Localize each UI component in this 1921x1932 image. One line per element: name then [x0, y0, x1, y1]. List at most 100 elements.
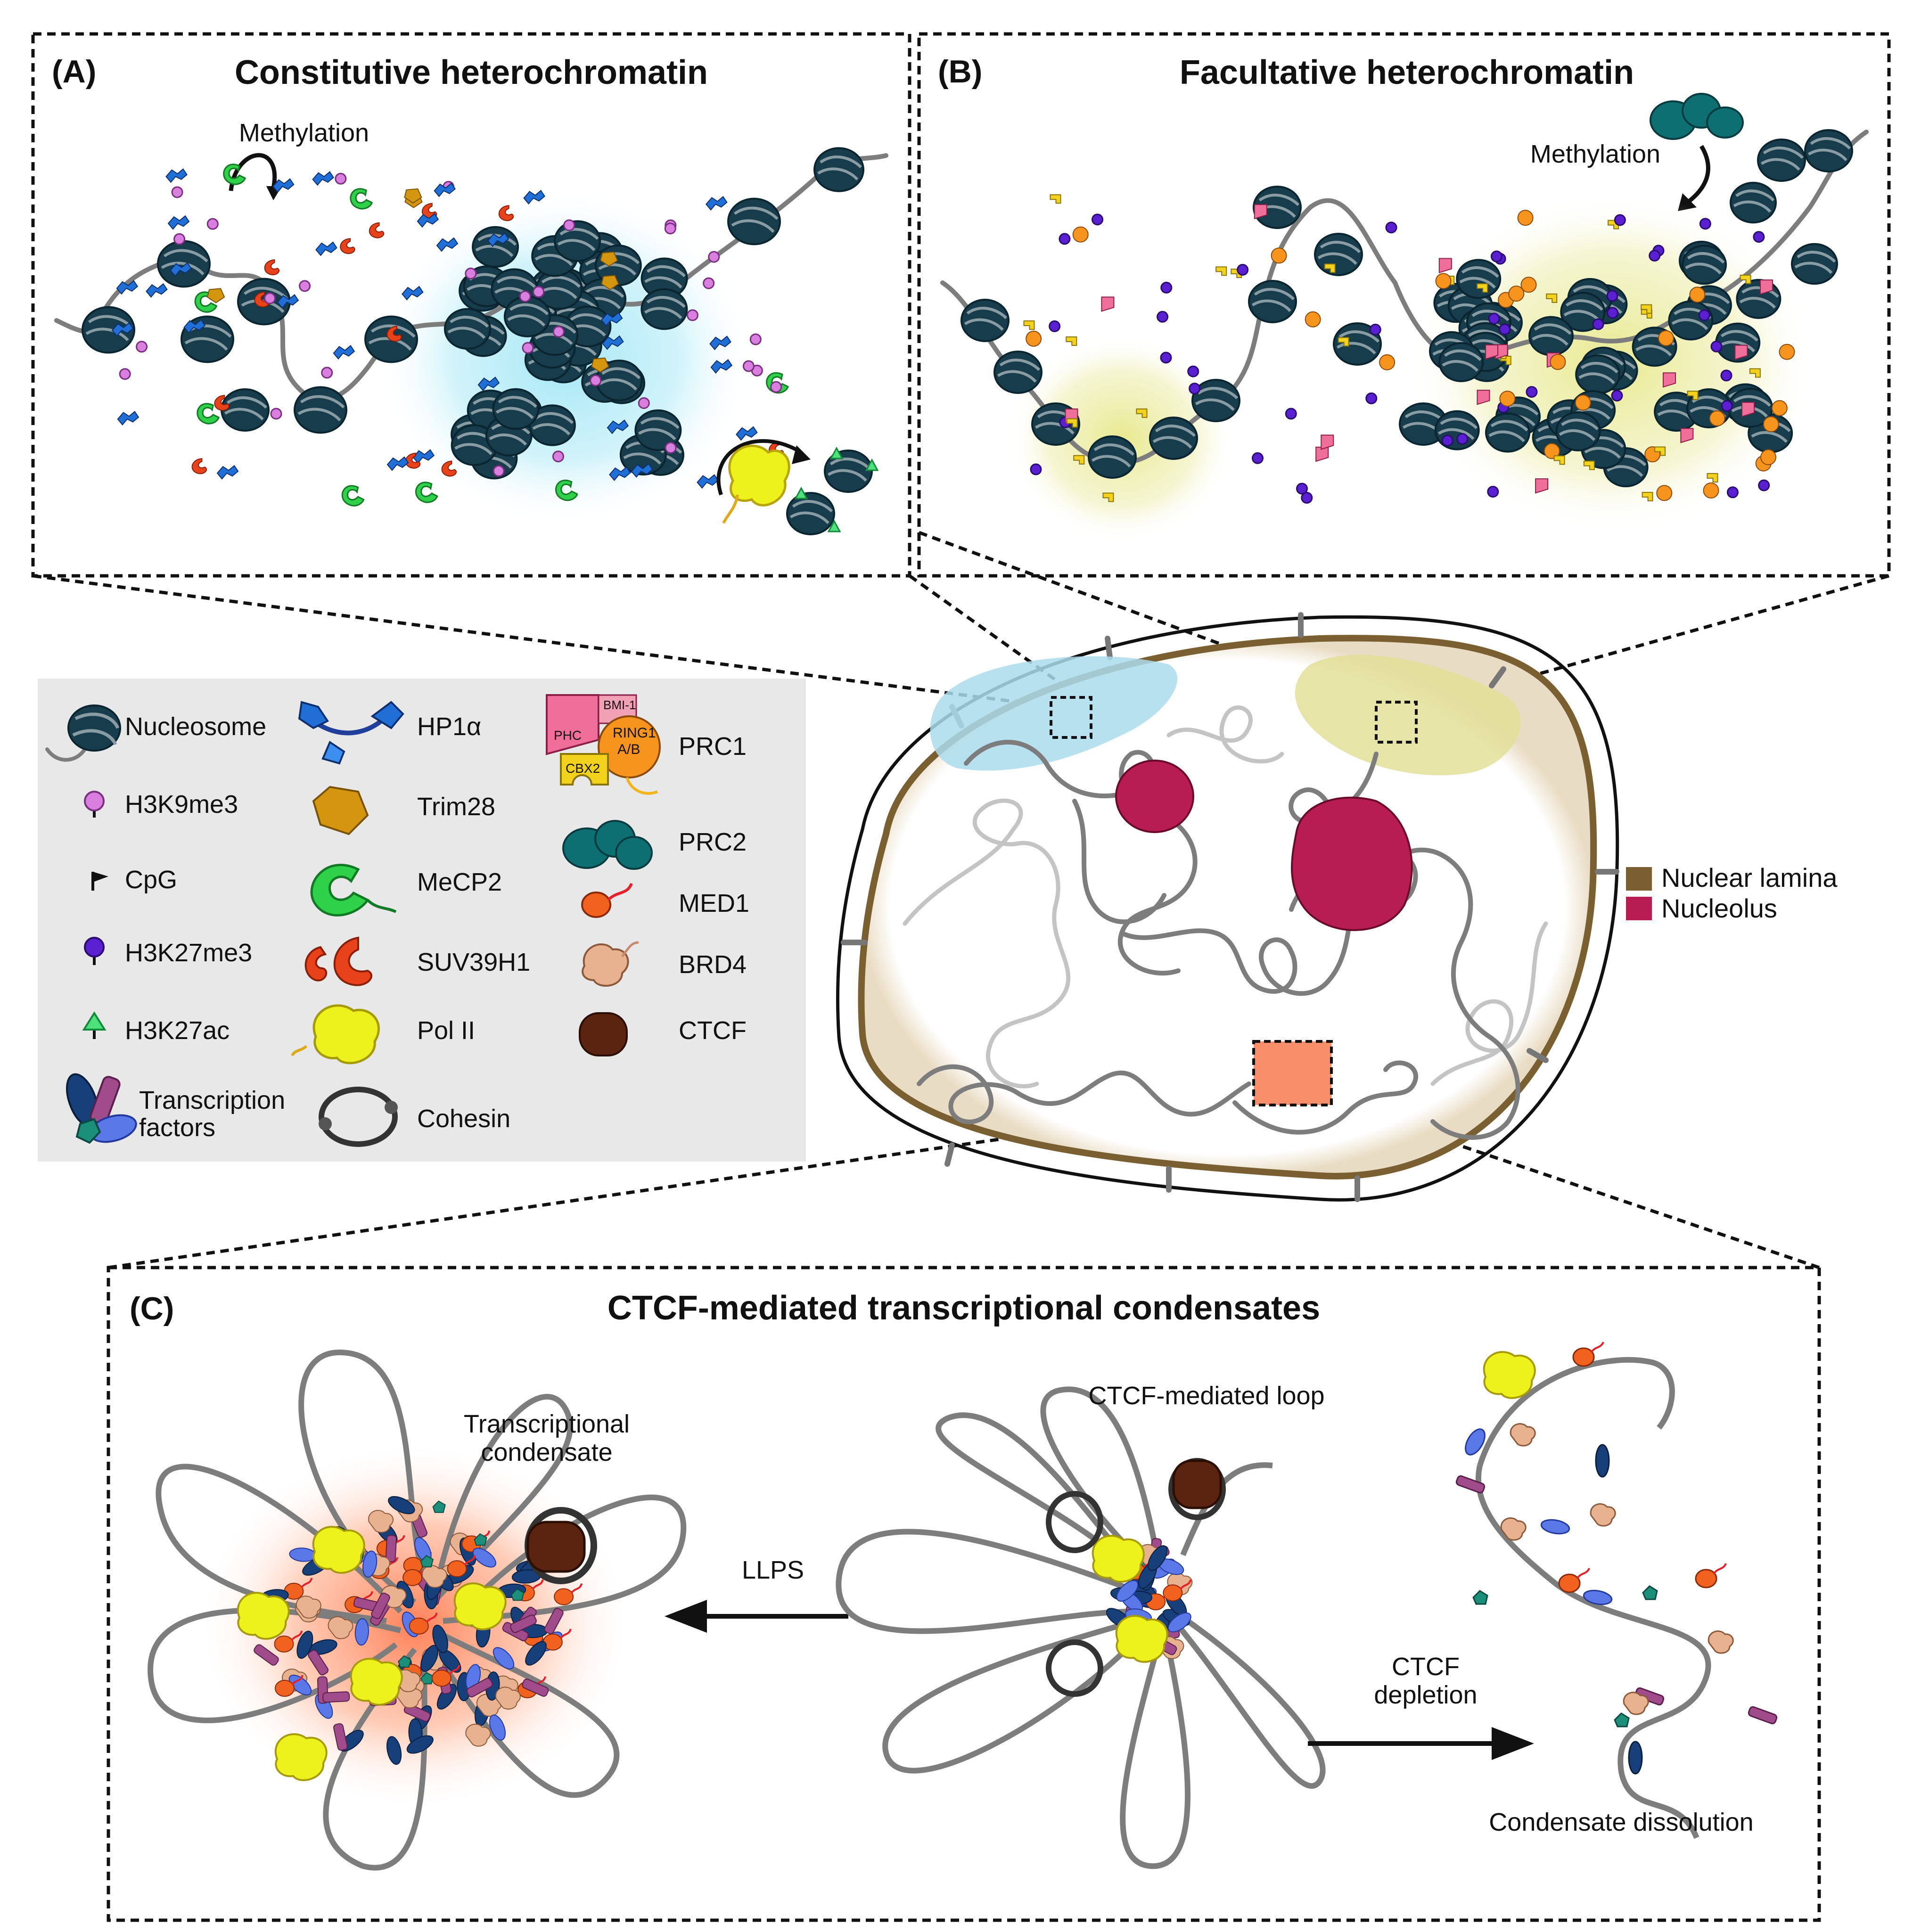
- nucleosome-wrap: [1797, 251, 1836, 263]
- h3k9me3-mark: [173, 233, 186, 245]
- condensate-components-middle: [1092, 1535, 1193, 1663]
- med1-tail: [532, 1579, 544, 1590]
- nucleosome-wrap: [598, 263, 637, 276]
- tf-pentagon: [474, 1533, 487, 1546]
- nucleolus-swatch: [1626, 897, 1652, 920]
- tf-rod: [1748, 1706, 1778, 1725]
- nucleosome-wrap: [534, 254, 573, 266]
- nucleosome-wrap: [297, 408, 341, 422]
- legend-nucleosome: Nucleosome: [45, 704, 266, 762]
- nucleosome-wrap: [534, 412, 574, 424]
- h3k27me3-mark: [1189, 383, 1201, 395]
- ring1-protein: [1550, 354, 1566, 370]
- legend-cpg-label: CpG: [125, 866, 177, 894]
- brd4-protein: [1510, 1423, 1536, 1447]
- nucleosome-wrap: [1317, 252, 1357, 265]
- legend-prc1-label: PRC1: [679, 732, 747, 761]
- legend-tf-label-2: factors: [139, 1113, 215, 1142]
- suv39h1-protein: [386, 326, 402, 342]
- loop-label: CTCF-mediated loop: [1088, 1382, 1324, 1410]
- trim28-protein: [404, 188, 422, 204]
- h3k27me3-mark: [1385, 221, 1397, 234]
- panel-a-methylation-label: Methylation: [239, 119, 369, 147]
- nucleosome-wrap: [1488, 430, 1525, 442]
- suv39h1-protein: [254, 291, 270, 308]
- med1-protein: [1695, 1569, 1717, 1588]
- h3k27me3-mark: [1487, 485, 1499, 498]
- pol2-protein: [350, 1658, 403, 1706]
- tf-oval: [386, 1736, 402, 1765]
- brd4-protein: [1708, 1630, 1734, 1654]
- h3k27me3-mark: [1490, 250, 1502, 262]
- nucleosome-wrap: [644, 307, 682, 319]
- nucleosome-wrap: [507, 314, 546, 327]
- hp1a-protein: [117, 410, 140, 426]
- nucleosome-wrap: [1251, 299, 1291, 312]
- suv39h1-icon: [333, 936, 372, 986]
- cbx2-protein: [1642, 491, 1653, 501]
- h3k27me3-mark: [1606, 307, 1618, 319]
- h3k9me3-mark: [742, 360, 755, 372]
- tf-blob: [472, 1547, 496, 1568]
- nucleosome-wrap: [1258, 194, 1300, 206]
- chromatin-dark-5: [1430, 851, 1520, 1140]
- med1-protein: [554, 1588, 574, 1605]
- h3k9me3-mark: [465, 267, 477, 279]
- h3k9me3-mark: [552, 450, 564, 463]
- nucleosome-wrap: [601, 367, 641, 379]
- h3k27me3-mark: [1611, 390, 1623, 402]
- panel-c: (C) CTCF-mediated transcriptional conden…: [107, 1266, 1821, 1922]
- lamina-label: Nuclear lamina: [1661, 863, 1838, 892]
- ring1-protein: [1771, 400, 1788, 417]
- h3k9me3-mark: [299, 280, 311, 292]
- h3k27me3-mark: [1456, 433, 1469, 445]
- nucleosome-wrap: [1718, 340, 1755, 352]
- tf-blob: [493, 1647, 515, 1670]
- trim28-icon: [312, 786, 369, 835]
- nucleosome-wrap: [599, 378, 638, 391]
- nucleosome-wrap: [1760, 158, 1800, 171]
- ctcf-cohesin-middle: [1046, 1458, 1226, 1697]
- med1-tail: [448, 1664, 460, 1675]
- ring1-protein: [1517, 210, 1534, 226]
- brd4-protein: [368, 1510, 394, 1533]
- h3k9me3-mark: [136, 341, 148, 353]
- legend-cohesin-label: Cohesin: [417, 1105, 510, 1133]
- nucleosome-wrap: [623, 452, 662, 465]
- legend-hp1a-label: HP1α: [417, 712, 481, 741]
- med1-protein: [402, 1569, 423, 1586]
- nucleosome-wrap: [585, 286, 624, 298]
- h3k27ac-mark: [827, 519, 841, 532]
- nucleosome-wrap: [646, 296, 686, 308]
- nucleosome-wrap: [1687, 252, 1725, 264]
- dissolved-chromatin: [1475, 1357, 1711, 1839]
- nucleosome-wrap: [163, 249, 208, 262]
- hp1a-protein: [436, 237, 459, 252]
- pol2-protein-a: [728, 444, 790, 507]
- hp1a-protein: [312, 171, 334, 186]
- nucleosome-wrap: [1559, 429, 1596, 441]
- nucleosome-wrap: [1580, 361, 1618, 374]
- h3k9me3-mark: [708, 251, 720, 263]
- cbx2-protein: [1023, 320, 1035, 330]
- nucleosome-wrap: [498, 396, 537, 408]
- med1-tail: [1179, 1579, 1192, 1590]
- h3k27ac-mark: [865, 458, 879, 471]
- legend-suv39h1-label: SUV39H1: [417, 948, 530, 976]
- panel-b-title: Facultative heterochromatin: [1180, 54, 1634, 91]
- nucleosome-wrap: [1807, 148, 1847, 162]
- legend-background: [38, 679, 806, 1162]
- ring1-protein: [1543, 443, 1560, 459]
- h3k9me3-mark: [493, 465, 505, 477]
- legend-prc2: PRC2: [562, 820, 747, 870]
- cpg-flag-icon: [93, 872, 108, 882]
- legend-cpg: CpG: [91, 866, 177, 894]
- med1-icon: [581, 892, 611, 918]
- ring1-protein: [1435, 273, 1452, 289]
- depletion-label-2: depletion: [1374, 1681, 1477, 1709]
- phc-protein: [1760, 279, 1773, 295]
- nucleosome-wrap: [1254, 288, 1295, 301]
- h3k27me3-mark: [1441, 434, 1453, 447]
- nucleosome-wrap: [1091, 455, 1131, 468]
- cohesin-icon: [319, 1087, 398, 1147]
